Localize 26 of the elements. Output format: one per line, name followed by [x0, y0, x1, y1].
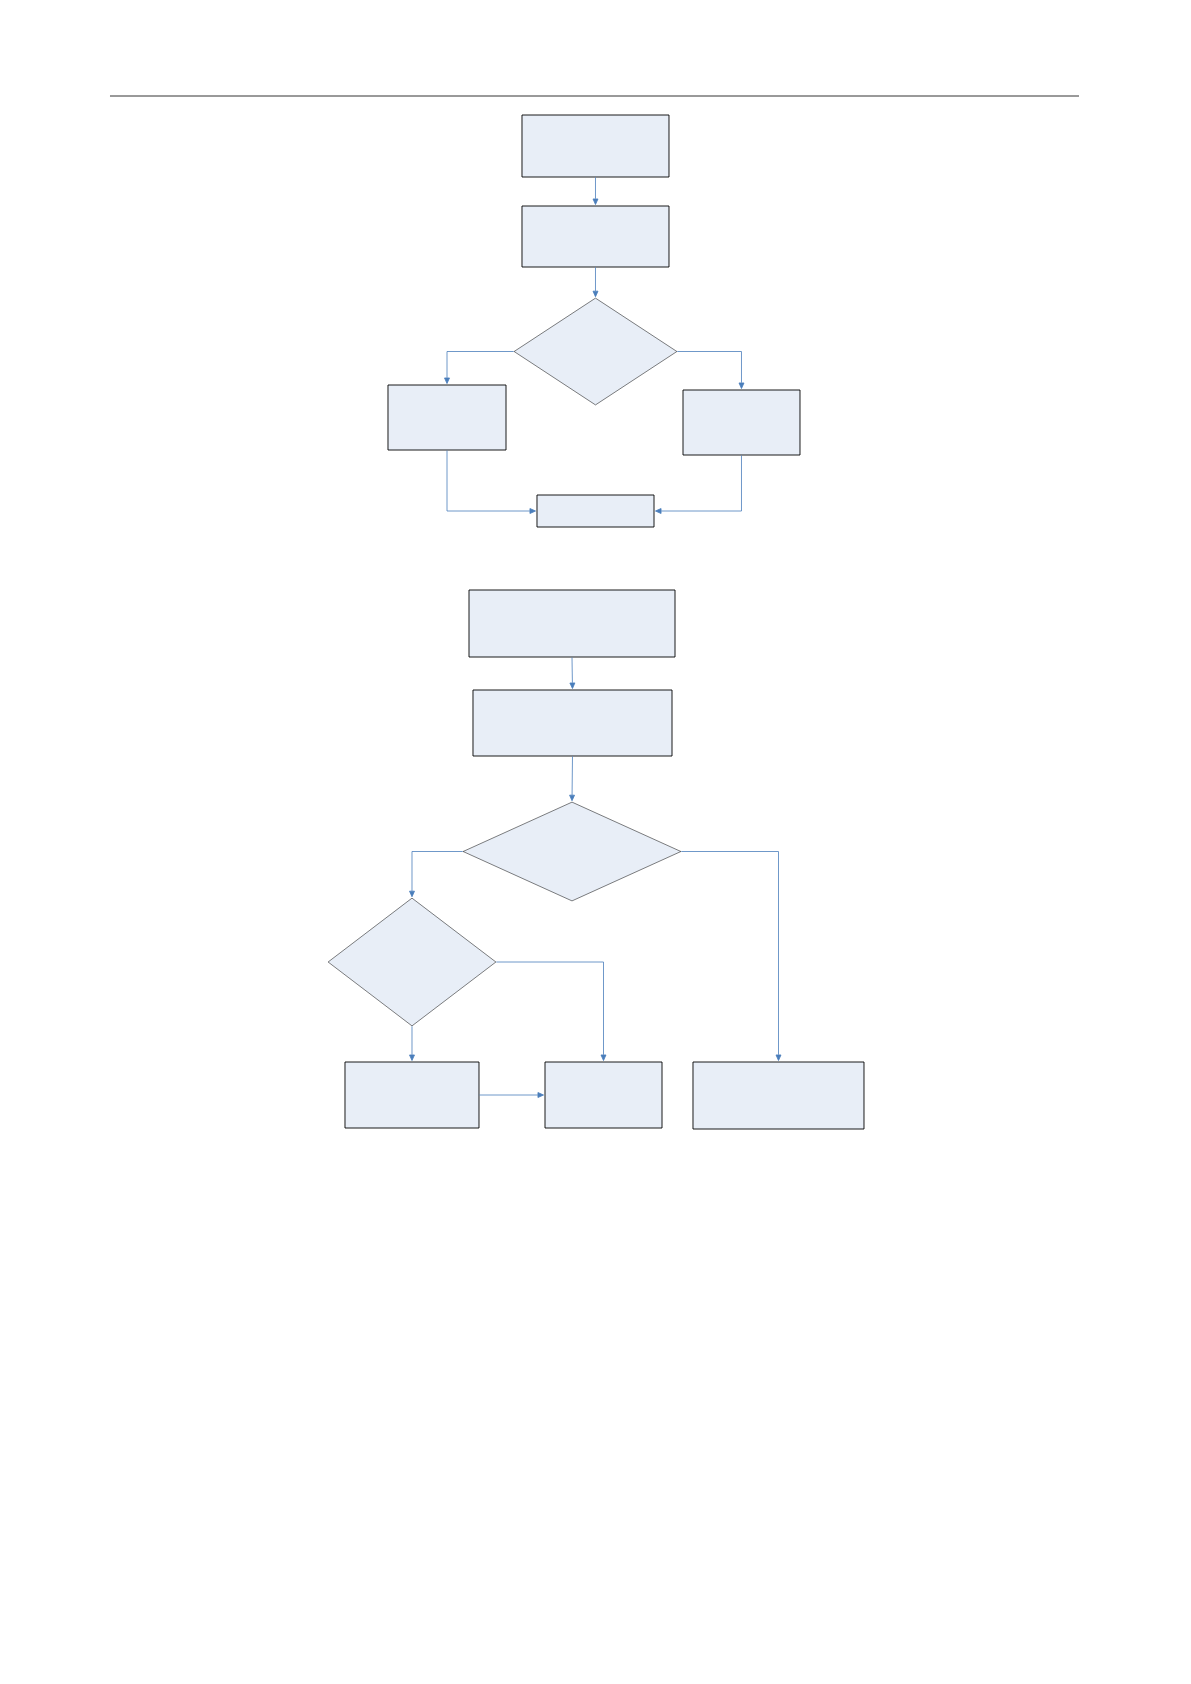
- process-box: [544, 1061, 663, 1129]
- arrow: [569, 657, 576, 689]
- arrow: [592, 267, 599, 298]
- decision-diamond: [462, 801, 682, 902]
- process-box: [387, 384, 507, 451]
- process-box: [521, 205, 670, 268]
- arrow: [676, 351, 745, 389]
- arrow: [655, 455, 742, 514]
- arrow: [409, 851, 464, 898]
- arrow: [569, 756, 575, 802]
- process-box: [692, 1061, 865, 1130]
- arrow: [444, 351, 515, 384]
- arrow: [592, 177, 599, 205]
- process-box: [682, 389, 801, 456]
- arrow: [409, 1025, 415, 1061]
- arrow: [680, 851, 782, 1061]
- decision-diamond: [327, 897, 497, 1027]
- process-box: [344, 1061, 480, 1129]
- process-box: [536, 494, 655, 528]
- arrow: [495, 961, 607, 1061]
- process-box: [472, 689, 673, 757]
- process-box: [468, 589, 676, 658]
- process-box: [521, 114, 670, 178]
- arrow: [446, 450, 536, 514]
- decision-diamond: [513, 297, 678, 406]
- arrow: [479, 1092, 544, 1098]
